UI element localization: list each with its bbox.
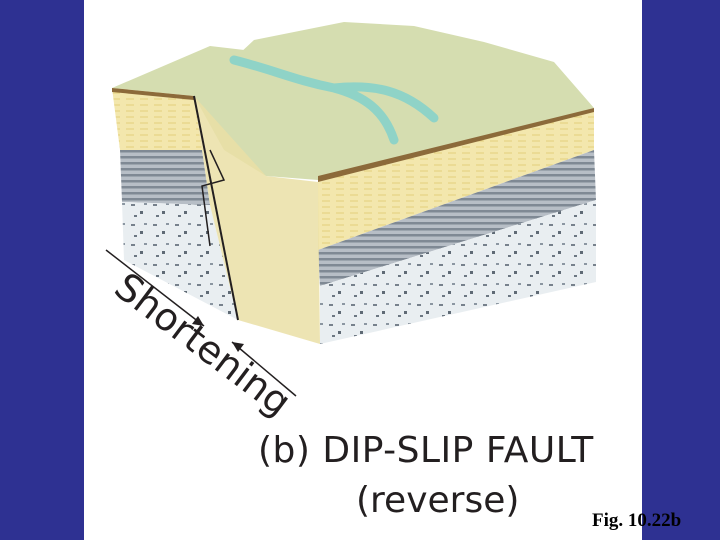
footwall-surface [112, 46, 262, 96]
fault-scarp-face [194, 96, 320, 344]
hanging-wall-sandstone-front [318, 112, 594, 250]
shortening-arrows [105, 249, 297, 397]
fault-plane-line [193, 95, 239, 321]
caption-subtitle: (reverse) [356, 480, 520, 521]
river [229, 55, 439, 145]
caption-prefix: (b) [258, 430, 323, 471]
caption-fault-type: DIP-SLIP FAULT [322, 430, 594, 471]
hanging-wall-surface [194, 22, 594, 182]
footwall-basement [122, 202, 238, 320]
fault-block-diagram: Shortening [105, 22, 596, 424]
hanging-wall-shale-front [318, 150, 596, 286]
figure-label: Fig. 10.22b [592, 510, 682, 531]
slip-arrow [201, 149, 226, 247]
footwall-sandstone [112, 88, 202, 150]
hanging-wall-basement-front [320, 200, 596, 344]
footwall-block [112, 46, 262, 320]
hanging-wall-block [193, 22, 596, 344]
caption-title: (b) DIP-SLIP FAULT [258, 430, 594, 471]
footwall-shale [120, 150, 210, 205]
footwall-topsoil [112, 88, 194, 100]
